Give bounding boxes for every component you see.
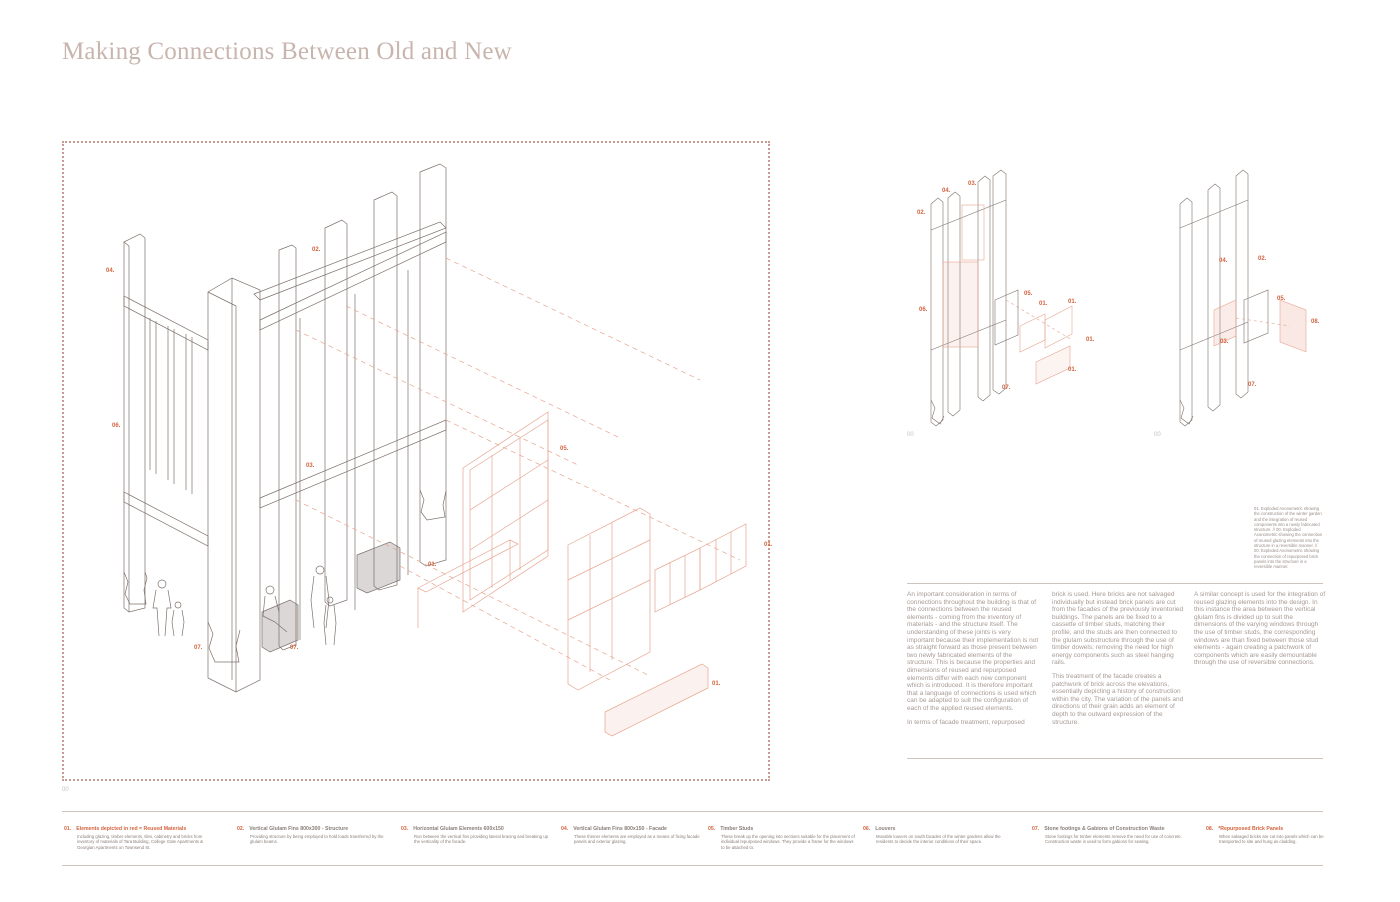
legend-bottom-rule — [62, 865, 1323, 866]
exploded-b-reused — [1213, 299, 1307, 353]
main-drawing-frame — [62, 141, 770, 781]
human-figures — [152, 565, 337, 646]
legend-title-05: Timber Studs — [720, 826, 754, 832]
exploded-assembly-b — [1179, 169, 1269, 427]
callout-04-a: 04. — [942, 188, 951, 194]
legend-num-08: 08. — [1206, 826, 1214, 832]
legend-body-07: Stone footings for timber elements remov… — [1045, 834, 1182, 845]
legend-num-04: 04. — [561, 826, 569, 832]
legend-item-06: 06. Louvers Movable louvers on south faca… — [863, 826, 1013, 845]
legend-num-02: 02. — [237, 826, 245, 832]
callout-01-brick: 01. — [712, 681, 721, 687]
exploded-a-window — [994, 289, 1019, 346]
text-column-3: A similar concept is used for the integr… — [1194, 591, 1326, 673]
callout-03-b: 03. — [1220, 339, 1229, 345]
legend-body-04: These thinner elements are employed as a… — [574, 834, 700, 845]
legend-body-08: When salvaged bricks are cut into panels… — [1219, 834, 1324, 845]
text-col3-para1: A similar concept is used for the integr… — [1194, 591, 1326, 667]
text-col2-para2: This treatment of the facade creates a p… — [1052, 672, 1184, 726]
callout-01-windows: 01. — [764, 542, 773, 548]
figure-number-a: 00 — [907, 432, 914, 438]
callout-02-b: 02. — [1258, 256, 1267, 262]
exploded-assembly-a — [930, 169, 1007, 427]
callout-01-a2: 01. — [1068, 299, 1077, 305]
legend-item-08: 08. *Repurposed Brick Panels When salvage… — [1206, 826, 1324, 845]
callout-06-a: 06. — [919, 307, 928, 313]
main-structure — [123, 163, 447, 693]
callout-01-a4: 01. — [1068, 367, 1077, 373]
callout-07-a: 07. — [1002, 385, 1011, 391]
callout-01-bench: 01. — [428, 562, 437, 568]
legend-body-02: Providing structure by being employed to… — [250, 834, 384, 845]
callout-03-a: 03. — [968, 181, 977, 187]
text-top-rule — [907, 583, 1323, 584]
page-title: Making Connections Between Old and New — [62, 38, 512, 65]
text-column-2: brick is used. Here bricks are not salva… — [1052, 591, 1184, 732]
callout-02-main: 02. — [312, 247, 321, 253]
legend-item-03: 03. Horizontal Glulam Elements 600x150 Ru… — [401, 826, 551, 845]
callout-07-main-a: 07. — [194, 645, 203, 651]
legend-item-01: 01. Elements depicted in red = Reused Mat… — [64, 826, 214, 850]
legend-num-01: 01. — [64, 826, 72, 832]
callout-04-b: 04. — [1219, 258, 1228, 264]
text-col1-para2: In terms of facade treatment, repurposed — [907, 718, 1025, 726]
legend-title-01: Elements depicted in red = Reused Materi… — [76, 826, 187, 832]
legend-title-07: Stone footings & Gabions of Construction… — [1044, 826, 1165, 832]
text-bottom-rule — [907, 758, 1323, 759]
callout-05-b: 05. — [1277, 296, 1286, 302]
callout-05-a: 05. — [1024, 291, 1033, 297]
callout-06-main: 06. — [112, 423, 121, 429]
exploded-a-reused — [942, 204, 1073, 385]
callout-08-b: 08. — [1311, 319, 1320, 325]
callout-04-main: 04. — [106, 268, 115, 274]
callout-02-a: 02. — [917, 210, 926, 216]
legend-num-05: 05. — [708, 826, 716, 832]
text-col2-para1: brick is used. Here bricks are not salva… — [1052, 591, 1184, 667]
legend-item-05: 05. Timber Studs These break up the openi… — [708, 826, 858, 850]
legend-num-07: 07. — [1032, 826, 1040, 832]
legend-num-06: 06. — [863, 826, 871, 832]
legend-body-06: Movable louvers on south facades of the … — [876, 834, 1001, 845]
legend-num-03: 03. — [401, 826, 409, 832]
figure-number-main: 00 — [62, 787, 69, 793]
legend-top-rule — [62, 811, 1323, 812]
reused-elements — [295, 257, 747, 737]
callout-01-a3: 01. — [1086, 337, 1095, 343]
figure-caption: 01. Exploded Axonometric showing the con… — [1254, 506, 1323, 570]
callout-01-a1: 01. — [1039, 301, 1048, 307]
legend-body-05: These break up the opening into sections… — [721, 834, 855, 850]
text-column-1: An important consideration in terms of c… — [907, 591, 1039, 732]
legend-title-06: Louvers — [875, 826, 896, 832]
legend-title-03: Horizontal Glulam Elements 600x150 — [413, 826, 504, 832]
legend-item-04: 04. Vertical Glulam Fins 800x150 - Facade… — [561, 826, 711, 845]
legend-body-01: Including glazing, timber elements, tile… — [77, 834, 204, 850]
legend-title-08: *Repurposed Brick Panels — [1218, 826, 1284, 832]
callout-03-main: 03. — [306, 463, 315, 469]
callout-07-main-b: 07. — [290, 645, 299, 651]
legend-title-02: Vertical Glulam Fins 800x300 - Structure — [249, 826, 349, 832]
legend-title-04: Vertical Glulam Fins 800x150 - Facade — [573, 826, 667, 832]
legend-item-02: 02. Vertical Glulam Fins 800x300 - Struct… — [237, 826, 387, 845]
figure-number-b: 00 — [1154, 432, 1161, 438]
callout-05-main: 05. — [560, 446, 569, 452]
text-col1-para1: An important consideration in terms of c… — [907, 591, 1039, 712]
legend-item-07: 07. Stone footings & Gabions of Construct… — [1032, 826, 1182, 845]
legend-body-03: Run between the vertical fins providing … — [414, 834, 549, 845]
callout-07-b: 07. — [1248, 382, 1257, 388]
